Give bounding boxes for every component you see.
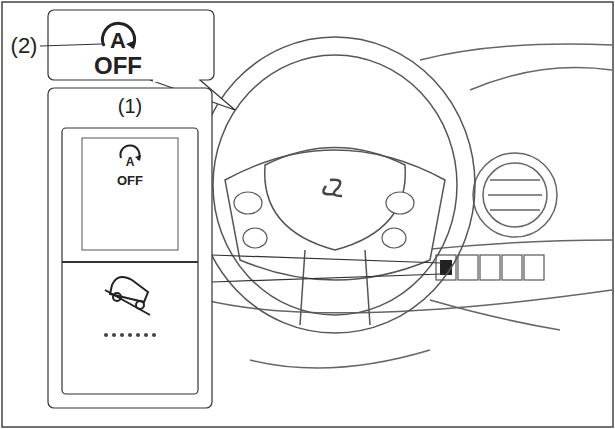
indicator-text: OFF bbox=[94, 54, 142, 78]
indicator-letter: A bbox=[110, 30, 126, 52]
switch-text: OFF bbox=[117, 174, 143, 187]
callout-number: (2) bbox=[11, 35, 38, 57]
switch-letter: A bbox=[126, 156, 135, 168]
callout-number: (1) bbox=[118, 96, 142, 116]
